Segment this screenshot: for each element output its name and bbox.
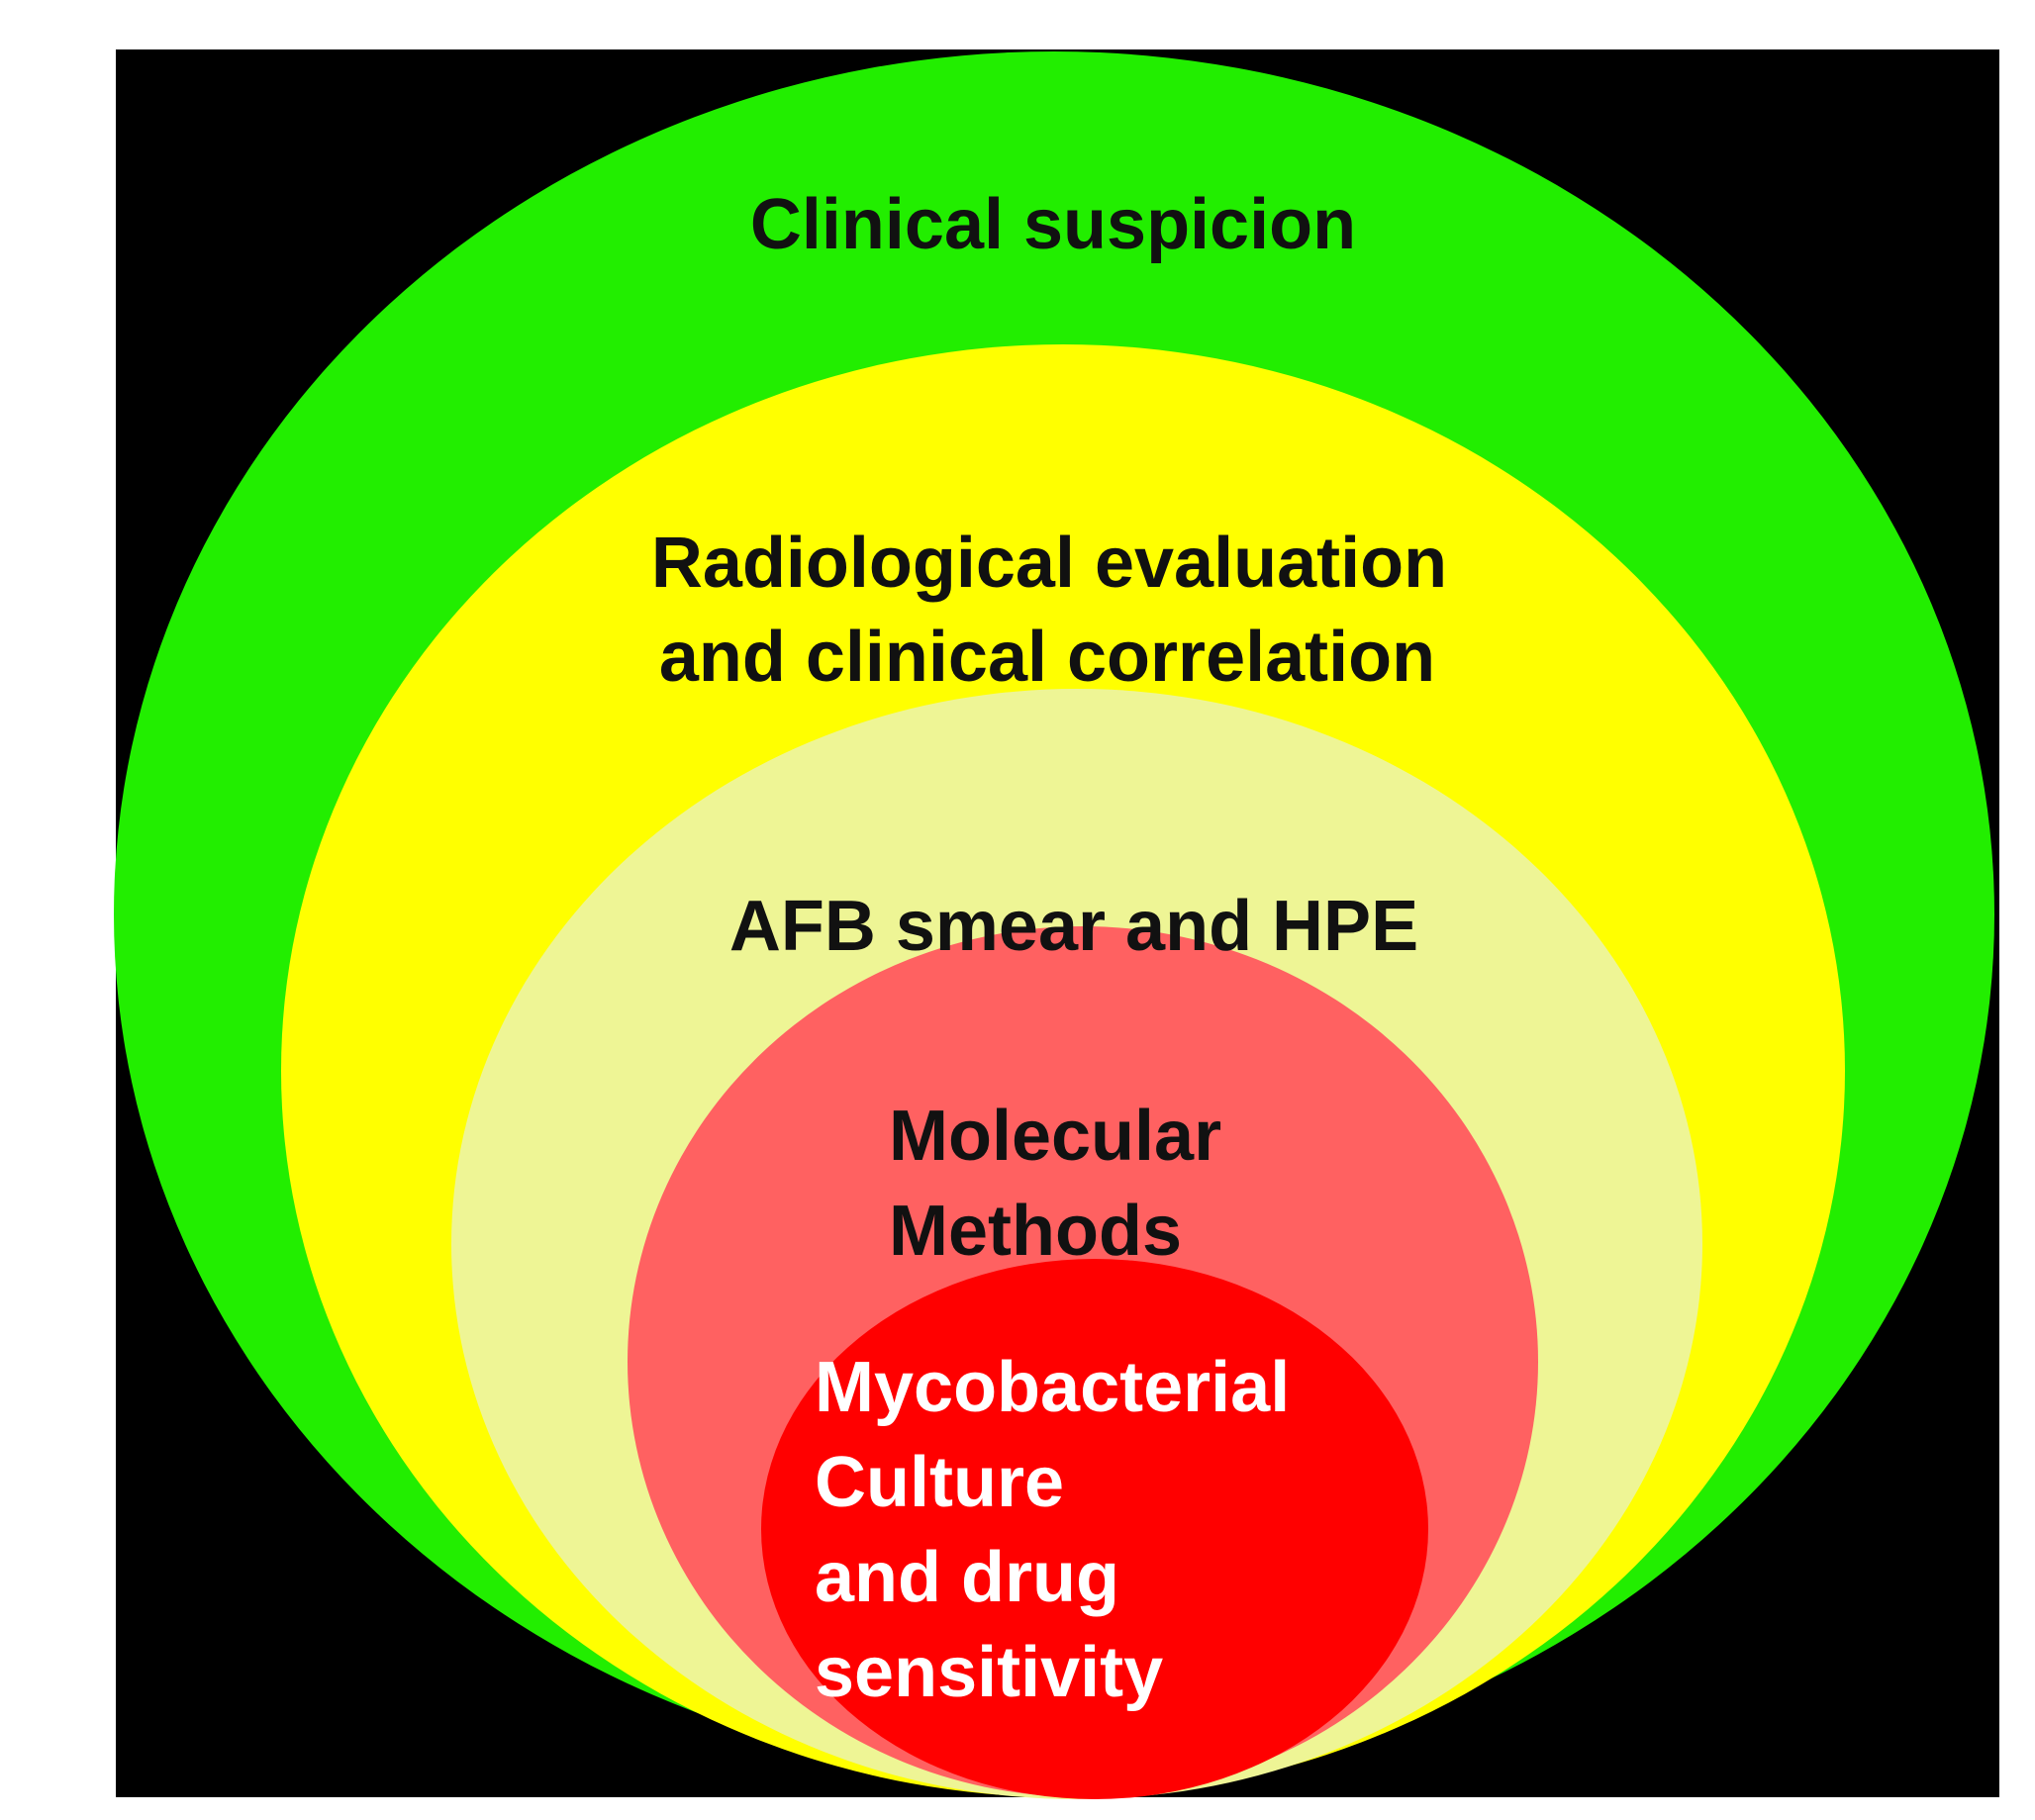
layer-2-label: Radiological evaluation and clinical cor…	[651, 524, 1467, 697]
layer-2-line-1: Radiological evaluation	[651, 524, 1447, 603]
layer-5-line-1: Mycobacterial	[815, 1348, 1290, 1427]
layer-4-label: Molecular Methods	[889, 1097, 1241, 1271]
layer-3-line-1: AFB smear and HPE	[729, 887, 1418, 966]
layer-4-line-2: Methods	[889, 1192, 1182, 1271]
layer-5-line-2: Culture	[815, 1443, 1064, 1522]
layer-2-line-2: and clinical correlation	[659, 618, 1435, 697]
layer-5-ellipse	[761, 1259, 1428, 1799]
layer-5-line-3: and drug	[815, 1538, 1119, 1617]
layer-5-label: Mycobacterial Culture and drug sensitivi…	[815, 1348, 1309, 1712]
layer-3-label: AFB smear and HPE	[729, 887, 1418, 966]
layer-1-label: Clinical suspicion	[750, 185, 1356, 264]
layer-1-line-1: Clinical suspicion	[750, 185, 1356, 264]
layer-4-line-1: Molecular	[889, 1097, 1221, 1176]
layer-5-line-4: sensitivity	[815, 1633, 1163, 1712]
